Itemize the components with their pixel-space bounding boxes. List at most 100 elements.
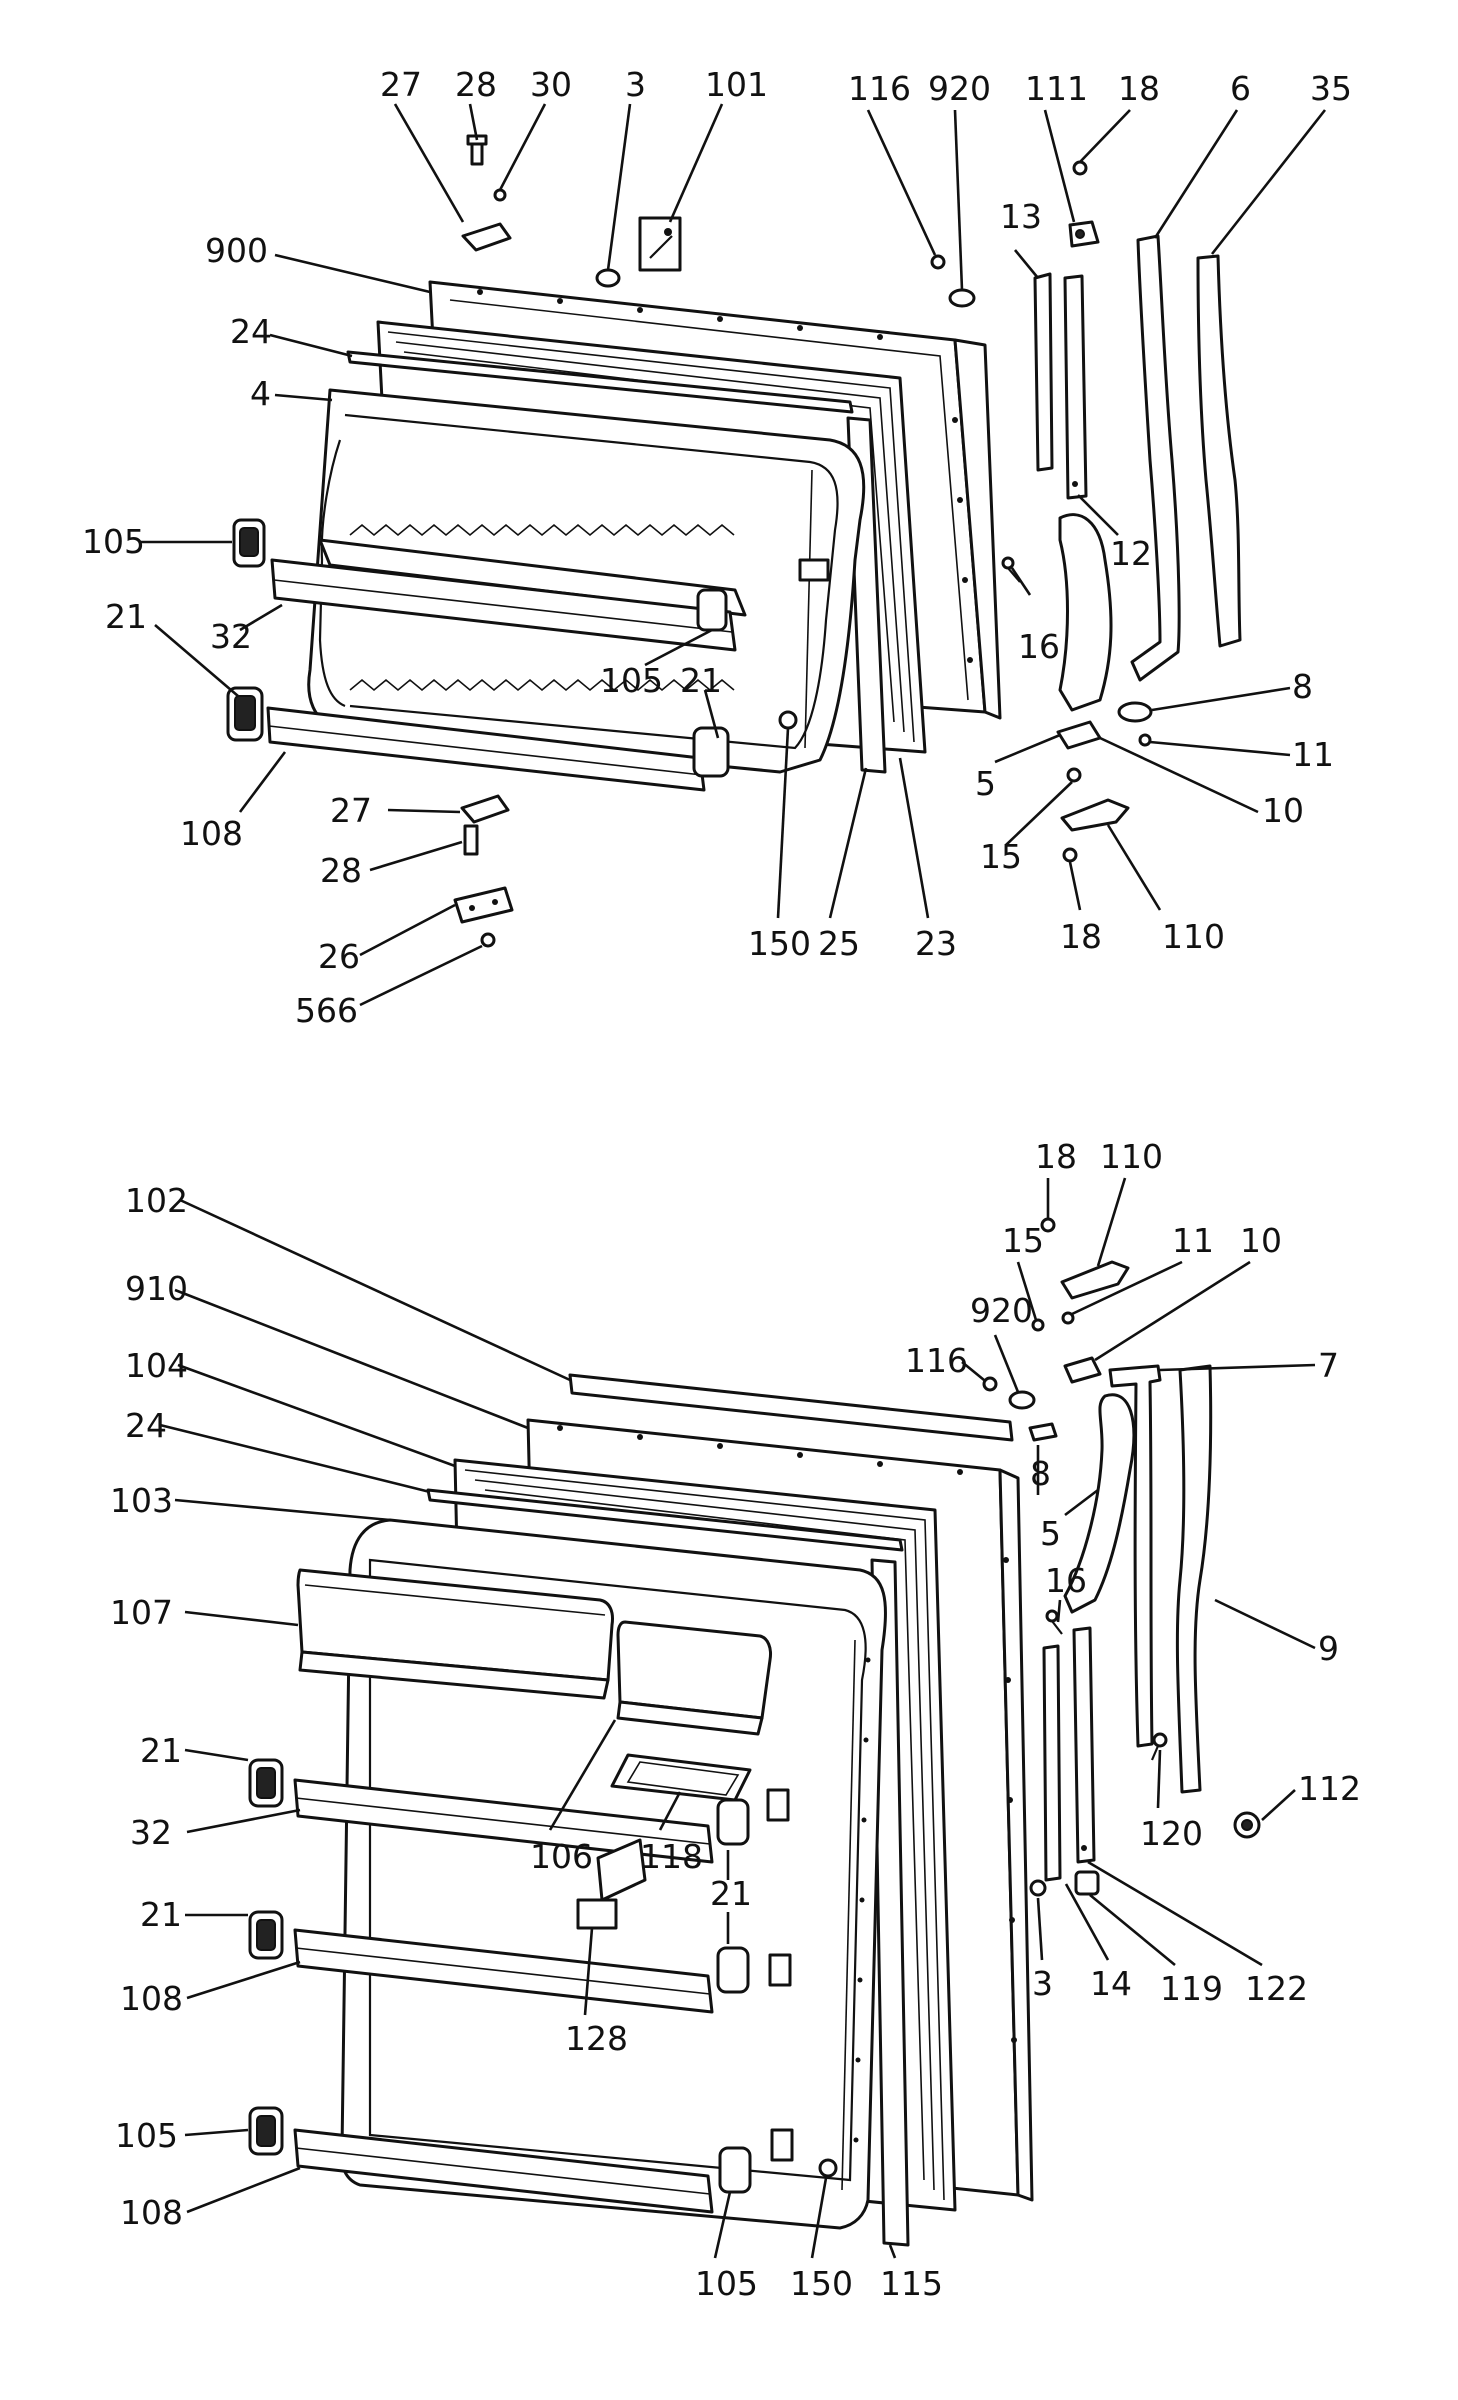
shelf-end-caps xyxy=(226,518,730,778)
door-shelf-upper xyxy=(293,1778,714,1864)
callout: 105 xyxy=(695,2264,758,2303)
top-hinge-pin-parts xyxy=(461,134,512,252)
callout: 13 xyxy=(1000,197,1042,236)
callout: 30 xyxy=(530,65,572,104)
callout: 21 xyxy=(140,1895,182,1934)
callout: 5 xyxy=(975,764,996,803)
callout: 23 xyxy=(915,924,957,963)
callout: 8 xyxy=(1292,667,1313,706)
callout: 101 xyxy=(705,65,768,104)
callout: 108 xyxy=(120,2193,183,2232)
callout: 111 xyxy=(1025,69,1088,108)
callout: 15 xyxy=(1002,1221,1044,1260)
callout: 16 xyxy=(1018,627,1060,666)
callout: 122 xyxy=(1245,1969,1308,2008)
callout: 24 xyxy=(125,1406,167,1445)
bottom-hinge-parts xyxy=(453,794,514,948)
callout: 14 xyxy=(1090,1964,1132,2003)
liner-top-strip xyxy=(346,350,854,414)
callout: 105 xyxy=(115,2116,178,2155)
door-shelf-bottom xyxy=(293,2128,714,2214)
callout: 900 xyxy=(205,231,268,270)
callout: 108 xyxy=(180,814,243,853)
callout: 105 xyxy=(82,522,145,561)
callout: 3 xyxy=(625,65,646,104)
callout: 566 xyxy=(295,991,358,1030)
liner-screw xyxy=(778,710,798,730)
door-shelf-end-caps xyxy=(248,1758,752,2194)
callout: 9 xyxy=(1318,1629,1339,1668)
callout: 21 xyxy=(680,661,722,700)
upper-freezer-shelf xyxy=(270,523,747,652)
callout: 120 xyxy=(1140,1814,1203,1853)
callout: 920 xyxy=(928,69,991,108)
handle-assembly xyxy=(1001,160,1242,863)
callout: 3 xyxy=(1032,1964,1053,2003)
callout: 11 xyxy=(1292,735,1334,774)
fresh-food-door-assembly xyxy=(248,1217,1261,2247)
callout: 7 xyxy=(1318,1346,1339,1385)
callout: 118 xyxy=(640,1837,703,1876)
callout: 115 xyxy=(880,2264,943,2303)
callout: 4 xyxy=(250,374,271,413)
callout: 28 xyxy=(455,65,497,104)
freezer-door-assembly xyxy=(226,134,1242,948)
callout: 18 xyxy=(1118,69,1160,108)
callout: 106 xyxy=(530,1837,593,1876)
shelf-retainer xyxy=(576,1838,647,1930)
callout: 27 xyxy=(330,791,372,830)
plug-button xyxy=(595,268,621,288)
callout: 150 xyxy=(748,924,811,963)
callout: 21 xyxy=(710,1874,752,1913)
callout: 18 xyxy=(1035,1137,1077,1176)
callout: 10 xyxy=(1262,791,1304,830)
liner-screw-lower xyxy=(818,2158,838,2178)
callout: 26 xyxy=(318,937,360,976)
callout: 28 xyxy=(320,851,362,890)
callout: 110 xyxy=(1100,1137,1163,1176)
callout: 18 xyxy=(1060,917,1102,956)
door-shelf-middle xyxy=(293,1928,714,2014)
callout: 116 xyxy=(848,69,911,108)
top-screw-and-cap xyxy=(930,254,976,308)
butter-compartment xyxy=(616,1620,772,1736)
instruction-label xyxy=(638,216,682,272)
dairy-compartment xyxy=(296,1568,614,1700)
callout: 104 xyxy=(125,1346,188,1385)
callout: 35 xyxy=(1310,69,1352,108)
handle-assembly-lower xyxy=(982,1217,1261,1897)
callout: 107 xyxy=(110,1593,173,1632)
liner-top-strip-lower xyxy=(426,1488,904,1552)
callouts-freezer: 27 28 30 3 101 116 920 111 18 6 35 900 2… xyxy=(82,65,1352,1030)
callout: 10 xyxy=(1240,1221,1282,1260)
callout: 119 xyxy=(1160,1969,1223,2008)
callout: 6 xyxy=(1230,69,1251,108)
callout: 102 xyxy=(125,1181,188,1220)
callout: 108 xyxy=(120,1979,183,2018)
callout: 112 xyxy=(1298,1769,1361,1808)
callout: 8 xyxy=(1030,1454,1051,1493)
callout: 5 xyxy=(1040,1514,1061,1553)
lower-freezer-shelf xyxy=(266,678,735,792)
callout: 25 xyxy=(818,924,860,963)
callout: 150 xyxy=(790,2264,853,2303)
callout: 32 xyxy=(130,1813,172,1852)
callout: 105 xyxy=(600,661,663,700)
callout: 24 xyxy=(230,312,272,351)
leader-lines xyxy=(140,103,1327,2259)
callout: 116 xyxy=(905,1341,968,1380)
callout: 103 xyxy=(110,1481,173,1520)
callouts-fresh-food: 18 110 102 15 11 10 910 920 116 7 104 24… xyxy=(110,1137,1361,2303)
callout: 11 xyxy=(1172,1221,1214,1260)
callout: 21 xyxy=(105,597,147,636)
callout: 910 xyxy=(125,1269,188,1308)
door-top-strip xyxy=(568,1373,1014,1442)
callout: 32 xyxy=(210,617,252,656)
callout: 12 xyxy=(1110,534,1152,573)
callout: 110 xyxy=(1162,917,1225,956)
callout: 128 xyxy=(565,2019,628,2058)
callout: 920 xyxy=(970,1291,1033,1330)
callout: 21 xyxy=(140,1731,182,1770)
callout: 15 xyxy=(980,837,1022,876)
